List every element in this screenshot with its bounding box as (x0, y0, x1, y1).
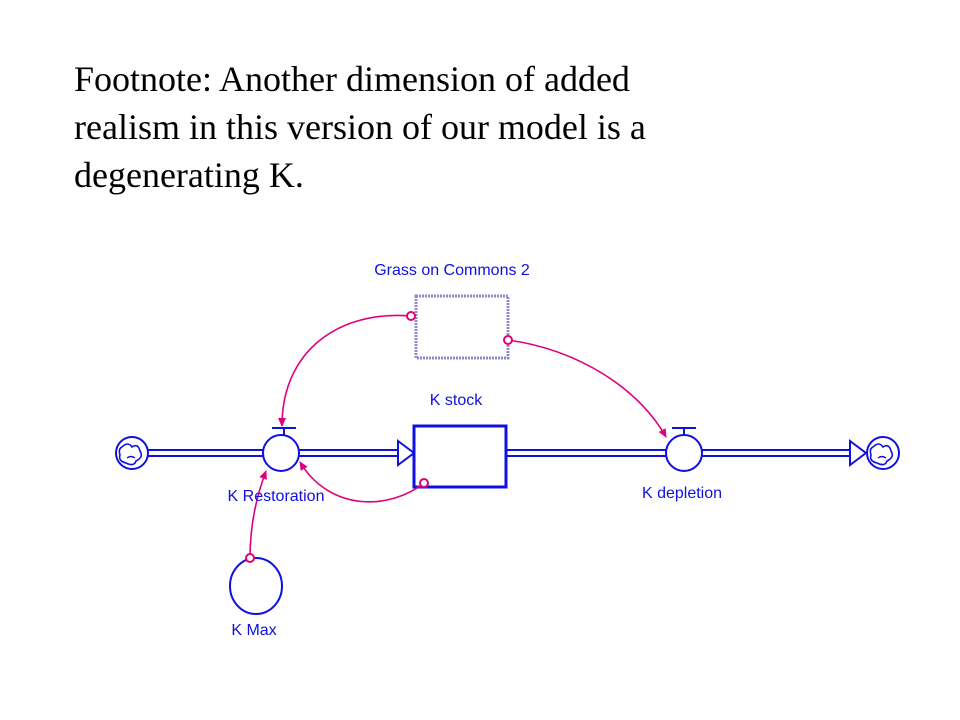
depletion-flow-pipe (506, 449, 850, 457)
k-stock-box[interactable] (412, 424, 508, 489)
arrowhead-icon (849, 439, 868, 467)
footnote-line-3: degenerating K. (74, 155, 304, 195)
k-max-label: K Max (231, 622, 277, 639)
footnote-text: Footnote: Another dimension of added rea… (74, 55, 894, 199)
cloud-source-icon (115, 436, 149, 470)
grass-stock-box[interactable] (414, 294, 510, 360)
footnote-line-2: realism in this version of our model is … (74, 107, 646, 147)
depletion-valve[interactable] (665, 427, 703, 472)
arrowhead-icon (397, 439, 416, 467)
k-stock-label: K stock (429, 392, 483, 409)
causal-link-kstock-to-restoration (299, 461, 429, 503)
causal-link-grass-to-restoration (278, 311, 416, 427)
cloud-sink-icon (866, 436, 900, 470)
restoration-flow-label: K Restoration (227, 488, 325, 505)
k-max-auxiliary[interactable] (229, 557, 283, 615)
depletion-flow-label: K depletion (641, 485, 723, 502)
restoration-flow-pipe (148, 449, 398, 457)
footnote-line-1: Footnote: Another dimension of added (74, 59, 630, 99)
causal-link-grass-to-depletion (503, 335, 667, 438)
restoration-valve[interactable] (262, 427, 300, 472)
grass-stock-label: Grass on Commons 2 (374, 262, 530, 279)
causal-link-kmax-to-restoration (245, 470, 267, 563)
